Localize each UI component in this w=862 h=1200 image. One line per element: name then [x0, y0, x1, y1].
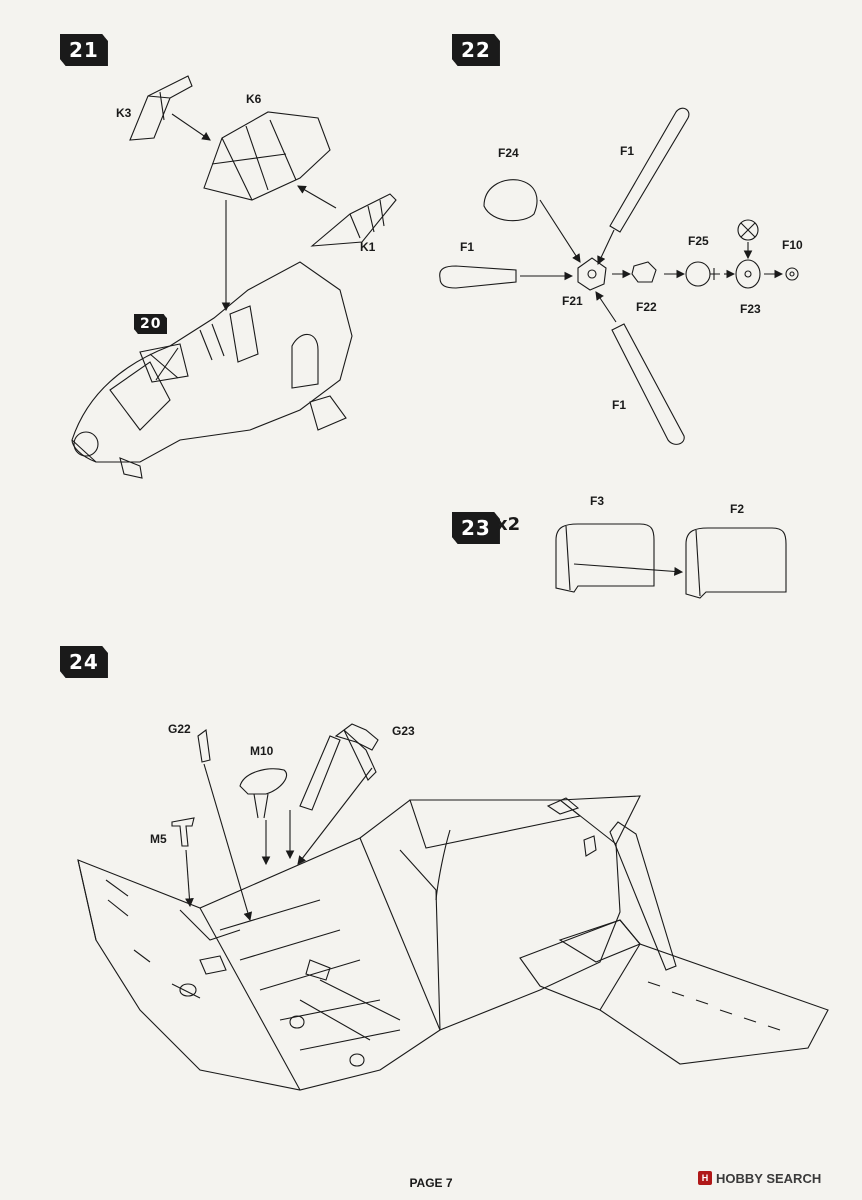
step-22-badge: 22: [452, 34, 500, 66]
part-label-f1-left: F1: [460, 240, 475, 254]
step-21-badge: 21: [60, 34, 108, 66]
part-label-k1: K1: [360, 240, 376, 254]
part-label-f23: F23: [740, 302, 761, 316]
hobby-search-logo-icon: H: [698, 1171, 712, 1185]
part-label-f1-bottom: F1: [612, 398, 627, 412]
part-label-f10: F10: [782, 238, 803, 252]
part-label-f2: F2: [730, 502, 745, 516]
part-label-m5: M5: [150, 832, 167, 846]
step-20-reference-badge: 20: [134, 314, 168, 334]
part-label-f22: F22: [636, 300, 657, 314]
part-label-g23: G23: [392, 724, 415, 738]
step-23-badge: 23: [452, 512, 500, 544]
step-23-multiplier: x2: [496, 514, 521, 535]
step-24-badge: 24: [60, 646, 108, 678]
part-label-k6: K6: [246, 92, 262, 106]
part-label-f24: F24: [498, 146, 519, 160]
part-label-g22: G22: [168, 722, 191, 736]
part-label-f1-top: F1: [620, 144, 635, 158]
part-label-k3: K3: [116, 106, 132, 120]
step24-drawing: [78, 724, 828, 1090]
part-label-f3: F3: [590, 494, 605, 508]
step23-drawing: [556, 524, 786, 598]
part-label-m10: M10: [250, 744, 274, 758]
step22-drawing: [440, 108, 798, 444]
step21-drawing: [72, 76, 396, 478]
page-number: PAGE 7: [409, 1176, 453, 1190]
part-label-f25: F25: [688, 234, 709, 248]
part-label-f21: F21: [562, 294, 583, 308]
watermark: H HOBBY SEARCH: [698, 1168, 821, 1188]
watermark-text: HOBBY SEARCH: [716, 1170, 822, 1186]
